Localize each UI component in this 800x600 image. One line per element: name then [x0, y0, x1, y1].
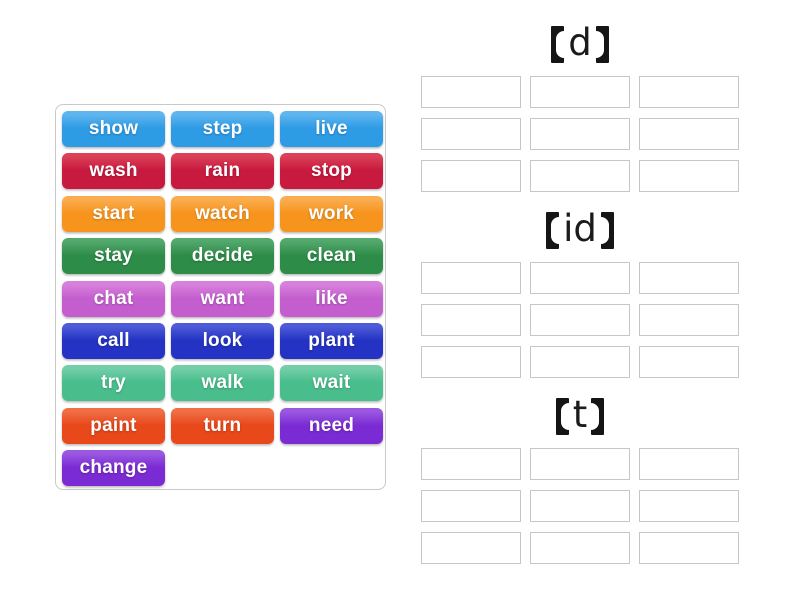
drop-slot[interactable] [639, 262, 739, 294]
word-tile[interactable]: turn [171, 407, 274, 444]
word-tile[interactable]: live [280, 111, 383, 147]
right-lenticular-bracket [599, 211, 614, 249]
word-tile[interactable]: call [62, 322, 165, 359]
word-tile[interactable]: wash [62, 153, 165, 190]
drop-slot[interactable] [530, 118, 630, 150]
group-section-d: d [421, 20, 739, 192]
word-tile[interactable]: stop [280, 153, 383, 190]
group-t-slots [421, 448, 739, 564]
word-tile[interactable]: work [280, 195, 383, 232]
drop-slot[interactable] [530, 346, 630, 378]
drop-slot[interactable] [530, 532, 630, 564]
word-tile[interactable]: like [280, 280, 383, 317]
drop-slot[interactable] [530, 304, 630, 336]
group-letter: id [563, 207, 597, 250]
group-label-id: id [421, 206, 739, 254]
drop-slot[interactable] [421, 448, 521, 480]
right-lenticular-bracket [594, 25, 609, 63]
word-tile[interactable]: clean [280, 238, 383, 275]
drop-slot[interactable] [639, 304, 739, 336]
drop-slot[interactable] [530, 160, 630, 192]
word-tile[interactable]: start [62, 195, 165, 232]
word-tile[interactable]: change [62, 450, 165, 487]
drop-slot[interactable] [530, 262, 630, 294]
word-tile[interactable]: look [171, 322, 274, 359]
word-bank-panel: show step live wash rain stop start watc… [55, 104, 386, 490]
word-tile[interactable]: step [171, 111, 274, 147]
drop-slot[interactable] [530, 76, 630, 108]
drop-slot[interactable] [639, 160, 739, 192]
word-tile[interactable]: rain [171, 153, 274, 190]
group-letter: t [572, 393, 588, 436]
groups-column: d id [421, 0, 739, 564]
drop-slot[interactable] [639, 490, 739, 522]
right-lenticular-bracket [590, 397, 605, 435]
drop-slot[interactable] [530, 490, 630, 522]
group-label-t: t [421, 392, 739, 440]
group-id-slots [421, 262, 739, 378]
group-letter: d [568, 21, 592, 64]
word-tile[interactable]: show [62, 111, 165, 147]
drop-slot[interactable] [639, 76, 739, 108]
left-lenticular-bracket [551, 25, 566, 63]
word-tile[interactable]: need [280, 407, 383, 444]
word-tile[interactable]: decide [171, 238, 274, 275]
word-tile[interactable]: plant [280, 322, 383, 359]
word-bank-grid: show step live wash rain stop start watc… [62, 111, 383, 487]
drop-slot[interactable] [421, 304, 521, 336]
drop-slot[interactable] [421, 262, 521, 294]
group-section-id: id [421, 206, 739, 378]
word-tile[interactable]: watch [171, 195, 274, 232]
drop-slot[interactable] [421, 160, 521, 192]
drop-slot[interactable] [639, 532, 739, 564]
drop-slot[interactable] [421, 490, 521, 522]
word-tile[interactable]: stay [62, 238, 165, 275]
drop-slot[interactable] [421, 532, 521, 564]
drop-slot[interactable] [639, 118, 739, 150]
drop-slot[interactable] [421, 76, 521, 108]
group-label-d: d [421, 20, 739, 68]
word-tile[interactable]: walk [171, 365, 274, 402]
group-section-t: t [421, 392, 739, 564]
drop-slot[interactable] [639, 346, 739, 378]
word-tile[interactable]: want [171, 280, 274, 317]
drop-slot[interactable] [421, 118, 521, 150]
drop-slot[interactable] [421, 346, 521, 378]
drop-slot[interactable] [639, 448, 739, 480]
word-tile[interactable]: wait [280, 365, 383, 402]
left-lenticular-bracket [555, 397, 570, 435]
word-tile[interactable]: paint [62, 407, 165, 444]
word-tile[interactable]: chat [62, 280, 165, 317]
drop-slot[interactable] [530, 448, 630, 480]
group-d-slots [421, 76, 739, 192]
left-lenticular-bracket [546, 211, 561, 249]
word-tile[interactable]: try [62, 365, 165, 402]
